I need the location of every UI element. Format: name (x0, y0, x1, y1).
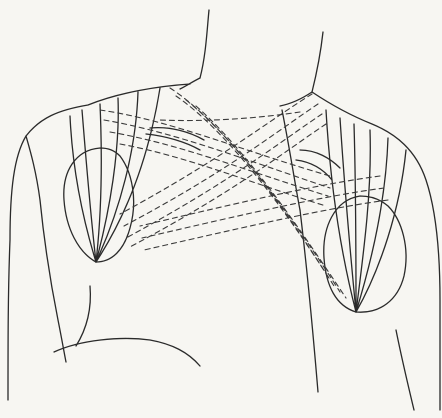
right-hook-stroke (296, 160, 332, 180)
left-lower-arm-line (76, 286, 90, 346)
left-fan-strand (70, 116, 96, 262)
left-neck-line (200, 10, 209, 78)
dashed-cross-line (170, 88, 330, 280)
right-neck-line (312, 32, 323, 92)
dashed-cross-line (144, 200, 388, 250)
right-fan-strand (356, 138, 388, 312)
right-lower-arm-line (396, 330, 414, 410)
right-fan-strand (340, 118, 356, 312)
right-shoulder-outline (312, 92, 440, 410)
right-hook-stroke (300, 150, 340, 168)
dashed-cross-line (120, 94, 312, 214)
left-arm-inner-outline (26, 136, 66, 362)
right-fan-strand (354, 124, 356, 312)
dashed-cross-line (186, 100, 340, 292)
left-fan-strand (96, 104, 101, 262)
left-forearm-outline (54, 339, 200, 367)
right-fan-strand (356, 130, 370, 312)
dashed-cross-line (140, 176, 380, 226)
left-shoulder-outline (8, 84, 190, 400)
